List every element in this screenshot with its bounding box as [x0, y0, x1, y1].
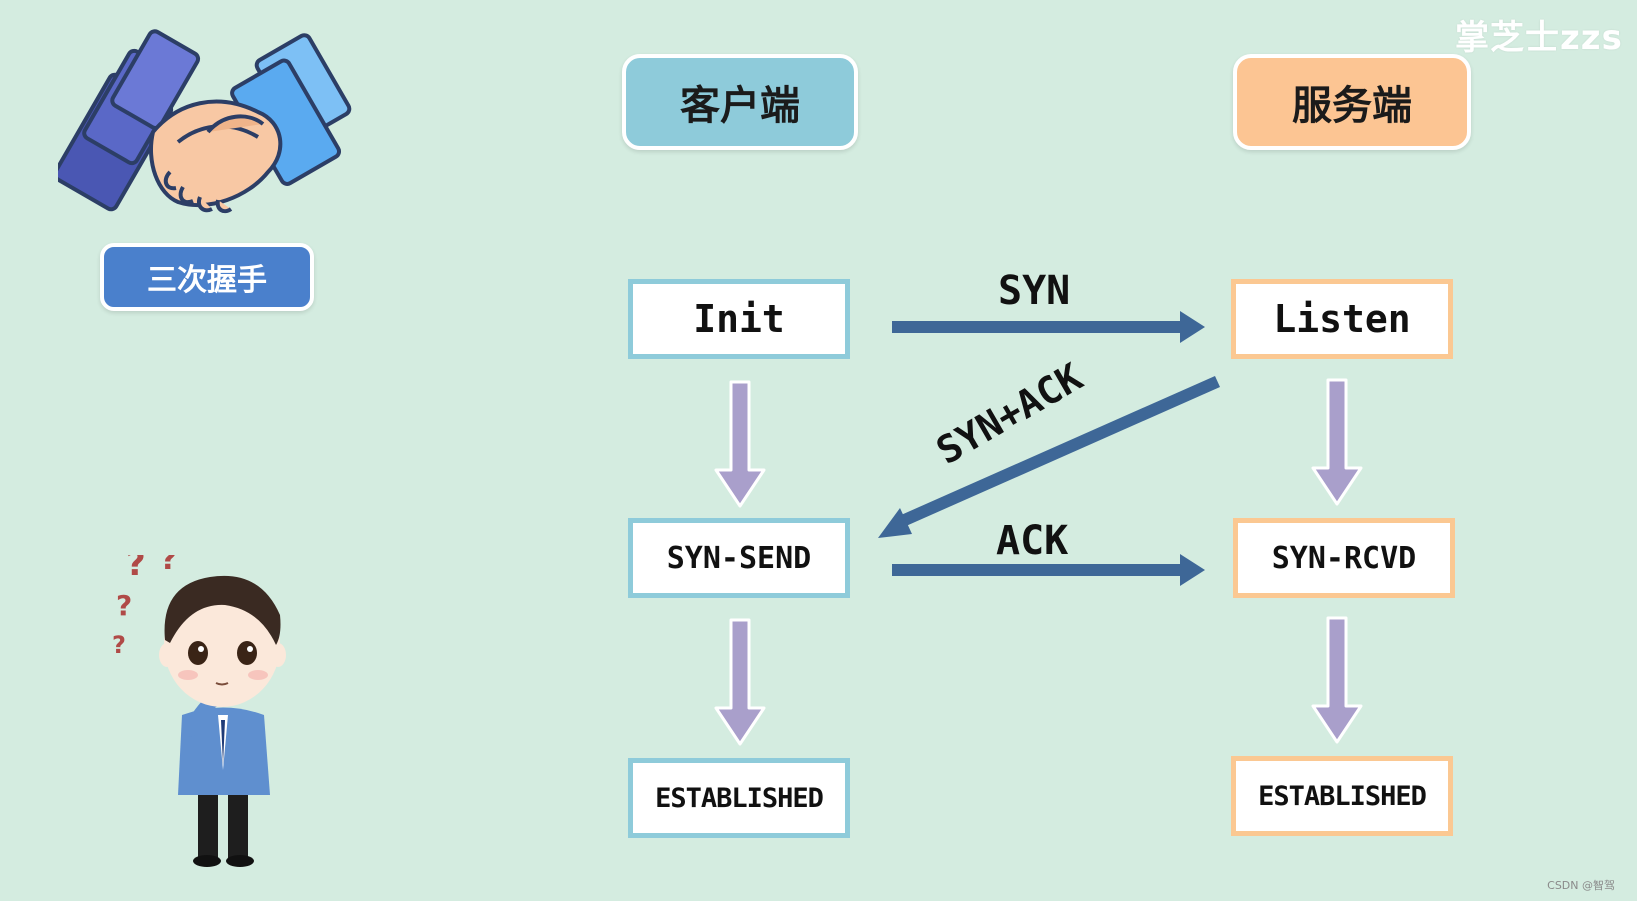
- syn-ack-arrow-shaft: [892, 376, 1220, 530]
- handshake-icon: [58, 29, 352, 214]
- syn-arrow-head: [1180, 311, 1205, 343]
- ack-arrow-shaft: [892, 564, 1182, 576]
- client-state-init: Init: [628, 279, 850, 359]
- server-state-syn-rcvd: SYN-RCVD: [1233, 518, 1455, 598]
- server-header: 服务端: [1233, 54, 1471, 150]
- client-state-established: ESTABLISHED: [628, 758, 850, 838]
- server-state-listen: Listen: [1231, 279, 1453, 359]
- syn-ack-arrow-head: [878, 508, 912, 538]
- client-down-arrow-2: [714, 618, 766, 746]
- question-mark-icon: ?: [126, 555, 146, 584]
- server-state-established: ESTABLISHED: [1231, 756, 1453, 836]
- three-way-handshake-badge: 三次握手: [100, 243, 314, 311]
- question-mark-icon: ?: [160, 555, 177, 577]
- question-mark-icon: ?: [116, 589, 132, 622]
- client-down-arrow-1: [714, 380, 766, 508]
- ack-label: ACK: [996, 518, 1069, 564]
- ack-arrow-head: [1180, 554, 1205, 586]
- server-down-arrow-1: [1311, 378, 1363, 506]
- question-mark-icon: ?: [112, 631, 126, 659]
- watermark: 掌芝士zzs: [1455, 18, 1623, 58]
- thinking-boy-illustration: ? ? ? ?: [112, 555, 286, 867]
- source-credit: CSDN @智驾: [1547, 879, 1615, 892]
- server-down-arrow-2: [1311, 616, 1363, 744]
- client-header: 客户端: [622, 54, 858, 150]
- client-state-syn-send: SYN-SEND: [628, 518, 850, 598]
- syn-arrow-shaft: [892, 321, 1182, 333]
- syn-label: SYN: [998, 268, 1071, 314]
